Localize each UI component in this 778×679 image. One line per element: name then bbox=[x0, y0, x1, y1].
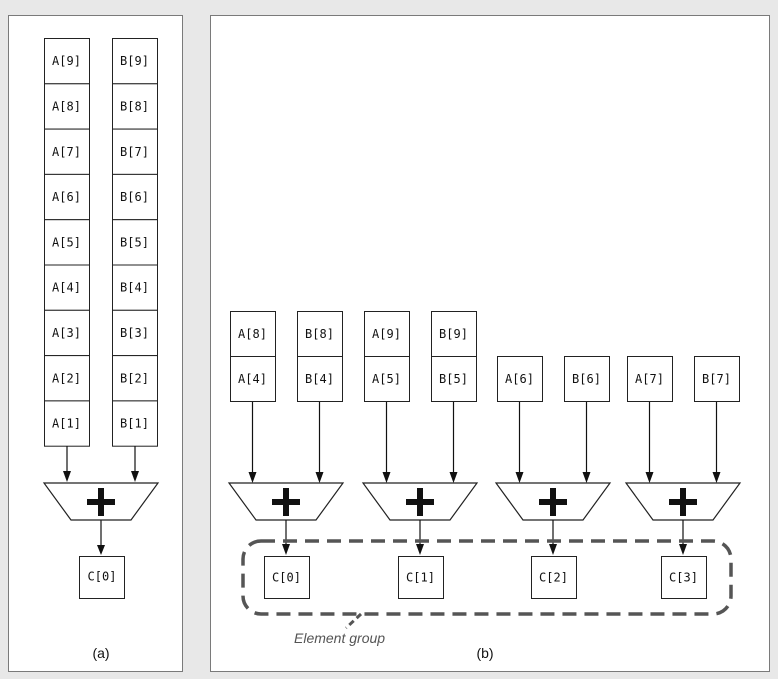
panel-a-a-column: A[9] A[8] A[7] A[6] A[5] A[4] A[3] A[2] A[1] bbox=[44, 38, 90, 447]
lane-3: A[7] B[7] C[3] bbox=[624, 356, 742, 599]
panel-a-b-label: B[4] bbox=[120, 281, 149, 295]
panel-a-b-label: B[5] bbox=[120, 235, 149, 249]
lane-b-label: B[4] bbox=[305, 372, 334, 386]
panel-a-b-label: B[6] bbox=[120, 190, 149, 204]
lane-0: A[8] A[4] B[8] B[4] C[0] bbox=[227, 311, 345, 599]
arrow-head-icon bbox=[416, 544, 424, 555]
panel-a-b-label: B[1] bbox=[120, 417, 149, 431]
arrow-head-icon bbox=[712, 472, 721, 483]
lane-b-label: B[5] bbox=[439, 372, 468, 386]
panel-a-a-cell bbox=[44, 83, 90, 130]
panel-a-a-label: A[5] bbox=[52, 235, 81, 249]
element-group-outline bbox=[241, 539, 733, 616]
lane-a-cell bbox=[497, 356, 543, 402]
lane-b-label: B[7] bbox=[702, 372, 731, 386]
panel-a-wires bbox=[63, 446, 139, 555]
panel-a-adder bbox=[42, 482, 160, 521]
lane-output-cell bbox=[398, 556, 444, 599]
lane-a-label: A[6] bbox=[505, 372, 534, 386]
arrow-head-icon bbox=[315, 472, 324, 483]
lane-a-label: A[8] bbox=[238, 327, 267, 341]
panel-a-b-cell bbox=[112, 128, 158, 175]
lane-output-cell bbox=[531, 556, 577, 599]
panel-a-b-cell bbox=[112, 400, 158, 447]
panel-a-caption: (a) bbox=[92, 645, 109, 661]
panel-a-b-label: B[8] bbox=[120, 99, 149, 113]
lane-a-label: A[4] bbox=[238, 372, 267, 386]
panel-a-a-label: A[7] bbox=[52, 145, 81, 159]
lane-output-label: C[1] bbox=[406, 571, 435, 585]
lane-output-label: C[0] bbox=[272, 571, 301, 585]
lane-b-label: B[9] bbox=[439, 327, 468, 341]
arrow-head-icon bbox=[549, 544, 557, 555]
lane-output-cell bbox=[264, 556, 310, 599]
panel-a-a-cell bbox=[44, 264, 90, 311]
lane-a-cell bbox=[230, 356, 276, 402]
panel-a-a-label: A[9] bbox=[52, 54, 81, 68]
panel-a-b-column: B[9] B[8] B[7] B[6] B[5] B[4] B[3] B[2] B[1] bbox=[112, 38, 158, 447]
panel-a-b-label: B[7] bbox=[120, 145, 149, 159]
lane-a-cell bbox=[364, 311, 410, 357]
arrow-head-icon bbox=[449, 472, 458, 483]
lane-a-label: A[7] bbox=[635, 372, 664, 386]
panel-a-a-cell bbox=[44, 173, 90, 221]
arrow-head-icon bbox=[248, 472, 257, 483]
panel-a-b-label: B[2] bbox=[120, 371, 149, 385]
lane-b-label: B[8] bbox=[305, 327, 334, 341]
lane-output-label: C[3] bbox=[669, 571, 698, 585]
lane-a-label: A[5] bbox=[372, 372, 401, 386]
panel-a-output-label: C[0] bbox=[88, 570, 117, 584]
element-group-label: Element group bbox=[294, 630, 385, 646]
lane-a-cell bbox=[627, 356, 673, 402]
panel-b-lanes: A[8] A[4] B[8] B[4] C[0] A[9] A[5] B[9] B[5] C[1]… bbox=[227, 311, 742, 599]
lane-a-label: A[9] bbox=[372, 327, 401, 341]
panel-a-a-label: A[6] bbox=[52, 190, 81, 204]
arrow-head-icon bbox=[382, 472, 391, 483]
panel-a-b-cell bbox=[112, 355, 158, 402]
arrow-head-icon bbox=[282, 544, 290, 555]
arrow-head-icon bbox=[582, 472, 591, 483]
lane-2: A[6] B[6] C[2] bbox=[494, 356, 612, 599]
lane-b-cell bbox=[431, 311, 477, 357]
panel-a-b-cell bbox=[112, 38, 158, 85]
panel-a-b-cell bbox=[112, 309, 158, 357]
panel-a-b-cell bbox=[112, 264, 158, 311]
panel-a-a-label: A[4] bbox=[52, 281, 81, 295]
panel-a-b-label: B[3] bbox=[120, 326, 149, 340]
arrow-head-icon bbox=[645, 472, 654, 483]
lane-b-label: B[6] bbox=[572, 372, 601, 386]
arrow-head-icon bbox=[679, 544, 687, 555]
panel-a-a-label: A[8] bbox=[52, 99, 81, 113]
lane-1: A[9] A[5] B[9] B[5] C[1] bbox=[361, 311, 479, 599]
panel-b-caption: (b) bbox=[476, 645, 493, 661]
lane-a-cell bbox=[364, 356, 410, 402]
element-group-pointer bbox=[344, 612, 363, 630]
panel-a-b-cell bbox=[112, 219, 158, 266]
panel-a-a-label: A[1] bbox=[52, 417, 81, 431]
panel-a-a-label: A[2] bbox=[52, 371, 81, 385]
panel-a-output-cell bbox=[79, 556, 125, 599]
lane-b-cell bbox=[297, 311, 343, 357]
lane-b-cell bbox=[564, 356, 610, 402]
lane-output-cell bbox=[661, 556, 707, 599]
lane-b-cell bbox=[431, 356, 477, 402]
panel-a-b-label: B[9] bbox=[120, 54, 149, 68]
panel-a-a-cell bbox=[44, 400, 90, 447]
panel-a-a-label: A[3] bbox=[52, 326, 81, 340]
lane-b-cell bbox=[297, 356, 343, 402]
lane-b-cell bbox=[694, 356, 740, 402]
arrow-head-icon bbox=[515, 472, 524, 483]
panel-a-a-cell bbox=[44, 355, 90, 402]
lane-output-label: C[2] bbox=[539, 571, 568, 585]
